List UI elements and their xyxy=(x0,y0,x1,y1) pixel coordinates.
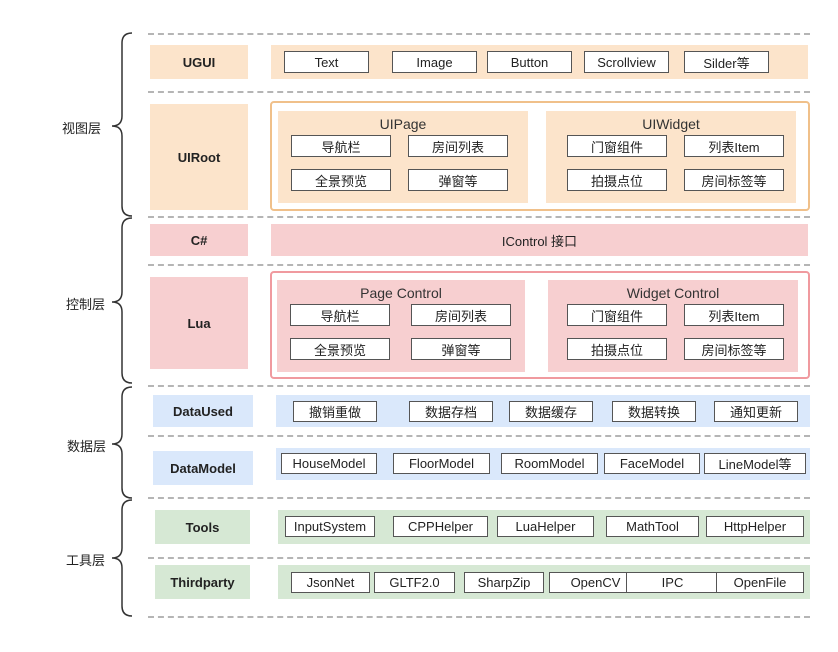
layer-name-data: 数据层 xyxy=(67,439,107,454)
tools-item: InputSystem xyxy=(285,516,375,537)
datamodel-item: FloorModel xyxy=(393,453,490,474)
separator xyxy=(148,435,810,437)
tools-band: InputSystem CPPHelper LuaHelper MathTool… xyxy=(278,510,810,544)
separator xyxy=(148,91,810,93)
icontrol-band: IControl 接口 xyxy=(271,224,808,256)
widget-control-item: 门窗组件 xyxy=(567,304,667,326)
dataused-item: 数据存档 xyxy=(409,401,493,422)
ugui-item: Text xyxy=(284,51,369,73)
uiroot-label: UIRoot xyxy=(150,104,248,210)
brace-data xyxy=(111,386,133,499)
dataused-item: 数据转换 xyxy=(612,401,696,422)
thirdparty-item: SharpZip xyxy=(464,572,544,593)
datamodel-item: RoomModel xyxy=(501,453,598,474)
ugui-item: Image xyxy=(392,51,477,73)
brace-view xyxy=(111,32,133,217)
ugui-band: Text Image Button Scrollview Silder等 xyxy=(271,45,808,79)
uipage-item: 弹窗等 xyxy=(408,169,508,191)
uipage-item: 全景预览 xyxy=(291,169,391,191)
datamodel-item: FaceModel xyxy=(604,453,700,474)
page-control-title: Page Control xyxy=(360,285,442,301)
layer-name-tools: 工具层 xyxy=(66,553,106,568)
thirdparty-item: GLTF2.0 xyxy=(374,572,455,593)
datamodel-item: LineModel等 xyxy=(704,453,806,474)
separator xyxy=(148,497,810,499)
tools-item: CPPHelper xyxy=(393,516,488,537)
widget-control-item: 拍摄点位 xyxy=(567,338,667,360)
separator xyxy=(148,385,810,387)
separator xyxy=(148,557,810,559)
uipage-group: UIPage 导航栏 房间列表 全景预览 弹窗等 xyxy=(278,111,528,203)
uiroot-container: UIPage 导航栏 房间列表 全景预览 弹窗等 UIWidget 门窗组件 列… xyxy=(270,101,810,211)
thirdparty-band: JsonNet GLTF2.0 SharpZip OpenCV IPC Open… xyxy=(278,565,810,599)
thirdparty-item: JsonNet xyxy=(291,572,370,593)
uiwidget-group: UIWidget 门窗组件 列表Item 拍摄点位 房间标签等 xyxy=(546,111,796,203)
brace-control xyxy=(111,217,133,384)
dataused-item: 数据缓存 xyxy=(509,401,593,422)
uiwidget-item: 列表Item xyxy=(684,135,784,157)
dataused-band: 撤销重做 数据存档 数据缓存 数据转换 通知更新 xyxy=(276,395,810,427)
datamodel-item: HouseModel xyxy=(281,453,377,474)
lua-container: Page Control 导航栏 房间列表 全景预览 弹窗等 Widget Co… xyxy=(270,271,810,379)
separator xyxy=(148,264,810,266)
page-control-item: 全景预览 xyxy=(290,338,390,360)
page-control-item: 房间列表 xyxy=(411,304,511,326)
widget-control-title: Widget Control xyxy=(626,285,720,301)
widget-control-group: Widget Control 门窗组件 列表Item 拍摄点位 房间标签等 xyxy=(548,280,798,372)
ugui-item: Silder等 xyxy=(684,51,769,73)
uiwidget-item: 拍摄点位 xyxy=(567,169,667,191)
thirdparty-item: OpenFile xyxy=(716,572,804,593)
datamodel-label: DataModel xyxy=(153,451,253,485)
uiwidget-title: UIWidget xyxy=(642,116,700,132)
csharp-label: C# xyxy=(150,224,248,256)
uipage-title: UIPage xyxy=(379,116,427,132)
dataused-item: 通知更新 xyxy=(714,401,798,422)
widget-control-item: 房间标签等 xyxy=(684,338,784,360)
uipage-item: 房间列表 xyxy=(408,135,508,157)
uiwidget-item: 房间标签等 xyxy=(684,169,784,191)
ugui-item: Button xyxy=(487,51,572,73)
layer-braces xyxy=(111,32,133,617)
thirdparty-item: OpenCV xyxy=(549,572,642,593)
layer-name-control: 控制层 xyxy=(66,297,106,312)
thirdparty-label: Thirdparty xyxy=(155,565,250,599)
brace-tools xyxy=(111,499,133,617)
tools-item: HttpHelper xyxy=(706,516,804,537)
page-control-item: 导航栏 xyxy=(290,304,390,326)
tools-item: LuaHelper xyxy=(497,516,594,537)
tools-label: Tools xyxy=(155,510,250,544)
dataused-label: DataUsed xyxy=(153,395,253,427)
datamodel-band: HouseModel FloorModel RoomModel FaceMode… xyxy=(276,448,810,480)
lua-label: Lua xyxy=(150,277,248,369)
widget-control-item: 列表Item xyxy=(684,304,784,326)
tools-item: MathTool xyxy=(606,516,699,537)
page-control-group: Page Control 导航栏 房间列表 全景预览 弹窗等 xyxy=(277,280,525,372)
uipage-item: 导航栏 xyxy=(291,135,391,157)
page-control-item: 弹窗等 xyxy=(411,338,511,360)
dataused-item: 撤销重做 xyxy=(293,401,377,422)
ugui-item: Scrollview xyxy=(584,51,669,73)
separator xyxy=(148,33,810,35)
thirdparty-item: IPC xyxy=(626,572,719,593)
uiwidget-item: 门窗组件 xyxy=(567,135,667,157)
separator xyxy=(148,616,810,618)
ugui-label: UGUI xyxy=(150,45,248,79)
separator xyxy=(148,216,810,218)
layer-name-view: 视图层 xyxy=(62,121,102,136)
